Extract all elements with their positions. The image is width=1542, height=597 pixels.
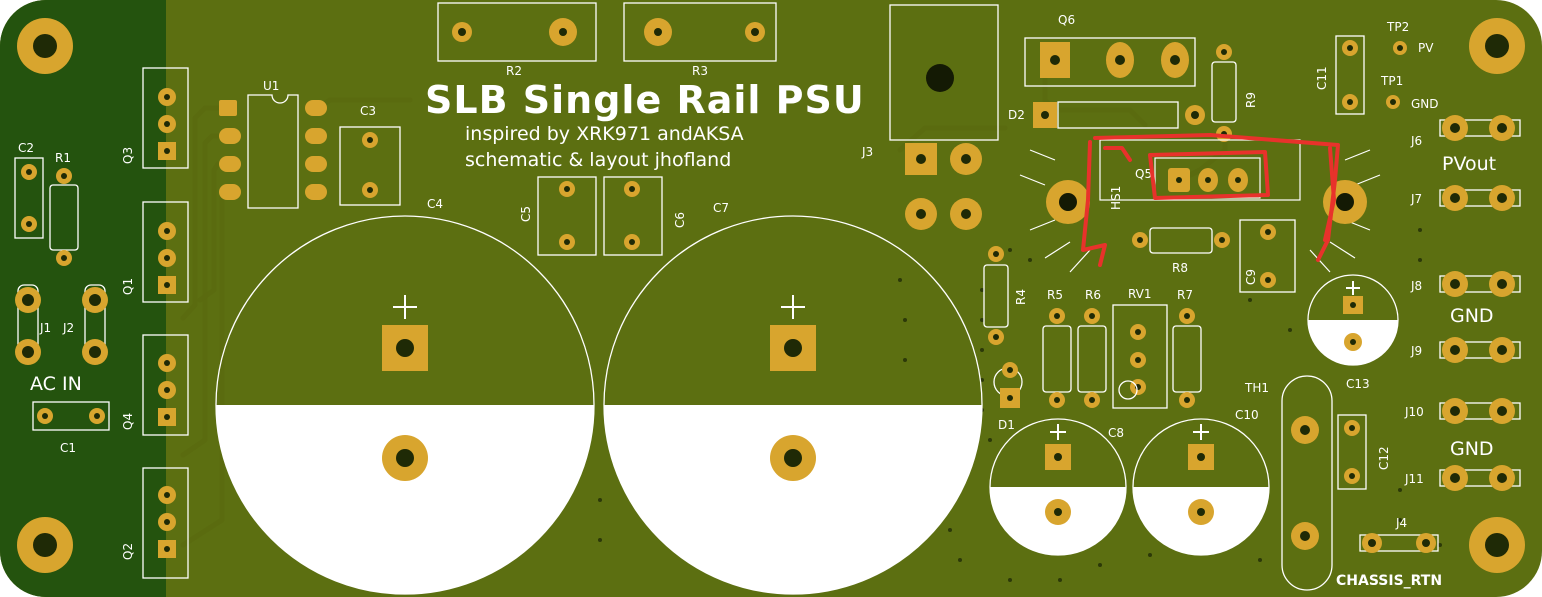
c4-label: C4 xyxy=(427,197,443,211)
c4-electrolytic: C4 xyxy=(215,197,595,595)
resistors-r2-r3: R2 R3 xyxy=(437,2,777,78)
board-credit-2: schematic & layout jhofland xyxy=(465,149,731,171)
c9-label: C9 xyxy=(1244,269,1258,285)
c11-testpoints: C11 TP2 PV TP1 GND xyxy=(1315,20,1439,115)
u1-dip8: U1 xyxy=(219,79,327,209)
c2-label: C2 xyxy=(18,141,34,155)
q3-label: Q3 xyxy=(121,147,135,164)
j9-label: J9 xyxy=(1410,344,1422,358)
q4-label: Q4 xyxy=(121,413,135,430)
r7-label: R7 xyxy=(1177,288,1193,302)
r1-label: R1 xyxy=(55,151,71,165)
r8-c9: R8 C9 xyxy=(1132,219,1296,293)
j7-label: J7 xyxy=(1410,192,1422,206)
tp2-net-label: PV xyxy=(1418,41,1434,55)
c11-label: C11 xyxy=(1315,66,1329,90)
q6-label: Q6 xyxy=(1058,13,1075,27)
r6-label: R6 xyxy=(1085,288,1101,302)
q2-label: Q2 xyxy=(121,543,135,560)
q5-label: Q5 xyxy=(1135,167,1152,181)
j4-label: J4 xyxy=(1395,516,1407,530)
u1-label: U1 xyxy=(263,79,279,93)
red-markup-annotation xyxy=(1081,133,1340,267)
via-grid xyxy=(598,228,1442,582)
c5-c6-capacitors: C5 C6 xyxy=(519,176,687,256)
board-title: SLB Single Rail PSU xyxy=(425,78,865,122)
c12-capacitor: C12 xyxy=(1337,414,1391,490)
th1-thermistor: TH1 xyxy=(1244,375,1333,591)
r2-label: R2 xyxy=(506,64,522,78)
r9-label: R9 xyxy=(1244,92,1258,108)
r8-label: R8 xyxy=(1172,261,1188,275)
ac-input-section: C2 R1 J1 J2 AC IN C1 xyxy=(14,18,110,573)
j8-label: J8 xyxy=(1410,279,1422,293)
rv1-label: RV1 xyxy=(1128,287,1152,301)
rectifier-diodes: Q3 Q1 Q4 Q2 xyxy=(121,67,189,579)
gnd-label-1: GND xyxy=(1450,305,1494,327)
q6-d2-r9: Q6 D2 R9 xyxy=(1008,13,1258,142)
j6-label: J6 xyxy=(1410,134,1422,148)
r4-label: R4 xyxy=(1014,289,1028,305)
j3-connector: J3 xyxy=(861,4,999,230)
j4-chassis-return: J4 CHASSIS_RTN xyxy=(1336,516,1442,589)
c6-label: C6 xyxy=(673,212,687,228)
board-credit-1: inspired by XRK971 andAKSA xyxy=(465,123,744,145)
tp1-label: TP1 xyxy=(1380,74,1403,88)
j2-label: J2 xyxy=(62,321,74,335)
c7-label: C7 xyxy=(713,201,729,215)
th1-label: TH1 xyxy=(1244,381,1269,395)
output-terminals: J6 PVout J7 J8 GND J9 xyxy=(1404,115,1521,491)
c13-electrolytic: C13 xyxy=(1307,274,1399,391)
c5-label: C5 xyxy=(519,206,533,222)
c10-label: C10 xyxy=(1235,408,1259,422)
tp2-label: TP2 xyxy=(1386,20,1409,34)
r3-label: R3 xyxy=(692,64,708,78)
ac-in-label: AC IN xyxy=(30,373,82,395)
j11-label: J11 xyxy=(1404,472,1424,486)
c13-label: C13 xyxy=(1346,377,1370,391)
tp1-net-label: GND xyxy=(1411,97,1439,111)
j10-label: J10 xyxy=(1404,405,1424,419)
c10-electrolytic: C10 xyxy=(1132,408,1270,556)
c7-electrolytic: C7 xyxy=(603,201,983,595)
c8-label: C8 xyxy=(1108,426,1124,440)
c1-label: C1 xyxy=(60,441,76,455)
d1-label: D1 xyxy=(998,418,1015,432)
j3-label: J3 xyxy=(861,145,873,159)
r5-label: R5 xyxy=(1047,288,1063,302)
c3-capacitor: C3 xyxy=(339,104,401,206)
d2-label: D2 xyxy=(1008,108,1025,122)
c12-label: C12 xyxy=(1377,446,1391,470)
c8-electrolytic: C8 xyxy=(989,418,1127,556)
chassis-rtn-label: CHASSIS_RTN xyxy=(1336,573,1442,589)
c3-label: C3 xyxy=(360,104,376,118)
pvout-label: PVout xyxy=(1442,153,1496,175)
j1-label: J1 xyxy=(39,321,51,335)
gnd-label-2: GND xyxy=(1450,438,1494,460)
q1-label: Q1 xyxy=(121,278,135,295)
hs1-label: HS1 xyxy=(1109,186,1123,210)
resistor-bank: R4 R5 R6 RV1 R7 D1 xyxy=(983,246,1202,432)
